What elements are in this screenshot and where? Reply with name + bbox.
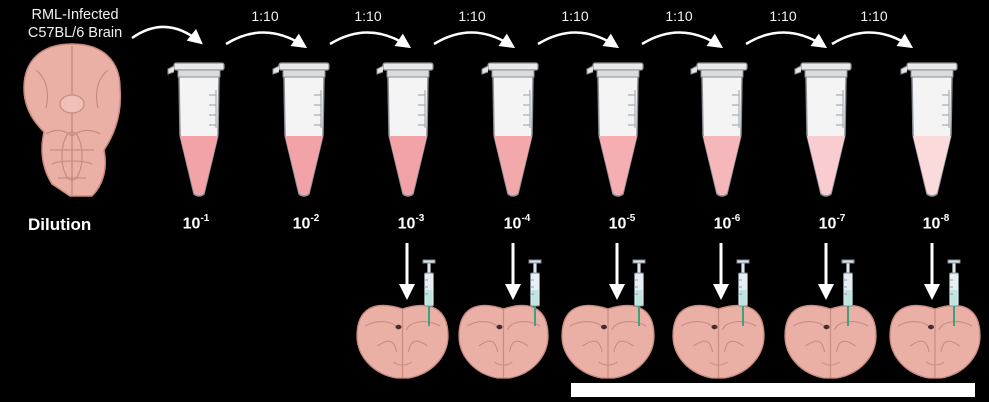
- dilution-base: 10: [923, 215, 941, 232]
- down-arrow-head: [924, 284, 940, 300]
- dilution-label: 10-7: [802, 214, 862, 233]
- dilution-label: 10-1: [166, 214, 226, 233]
- curved-arrow-icon: [434, 32, 512, 46]
- dilution-exponent: -6: [731, 213, 740, 224]
- dilution-base: 10: [504, 215, 522, 232]
- brain-section-icon: [785, 305, 876, 378]
- down-arrow-head: [609, 284, 625, 300]
- scale-bar: [571, 383, 975, 397]
- dilution-label: 10-6: [697, 214, 757, 233]
- dilution-exponent: -8: [940, 213, 949, 224]
- microcentrifuge-tube-icon: [795, 63, 851, 196]
- microcentrifuge-tube-icon: [691, 63, 747, 196]
- dilution-base: 10: [398, 215, 416, 232]
- curved-arrow-icon: [538, 32, 616, 46]
- injection-column: [673, 243, 764, 378]
- injection-column: [785, 243, 876, 378]
- dilution-row-label: Dilution: [28, 215, 91, 235]
- dilution-exponent: -5: [626, 213, 635, 224]
- transfer-ratio-label: 1:10: [844, 8, 904, 24]
- microcentrifuge-tube-icon: [377, 63, 433, 196]
- dilution-label: 10-5: [592, 214, 652, 233]
- source-label-line-2: C57BL/6 Brain: [4, 24, 146, 42]
- dilution-base: 10: [293, 215, 311, 232]
- transfer-ratio-label: 1:10: [649, 8, 709, 24]
- dilution-base: 10: [183, 215, 201, 232]
- tube-liquid: [807, 136, 845, 195]
- curved-arrow-icon: [746, 32, 824, 46]
- dilution-exponent: -1: [200, 213, 209, 224]
- microcentrifuge-tube-icon: [587, 63, 643, 196]
- microcentrifuge-tube-icon: [901, 63, 957, 196]
- microcentrifuge-tube-icon: [273, 63, 329, 196]
- dilution-base: 10: [609, 215, 627, 232]
- brain-section-icon: [357, 305, 448, 378]
- dilution-exponent: -2: [310, 213, 319, 224]
- transfer-ratio-label: 1:10: [338, 8, 398, 24]
- down-arrow-head: [399, 284, 415, 300]
- brain-section-icon: [890, 305, 980, 378]
- source-brain-label: RML-Infected C57BL/6 Brain: [4, 6, 146, 42]
- tube-liquid: [599, 136, 637, 195]
- curved-arrow-icon: [642, 32, 720, 46]
- injection-column: [357, 243, 448, 378]
- tube-liquid: [494, 136, 532, 195]
- transfer-ratio-label: 1:10: [545, 8, 605, 24]
- dilution-label: 10-2: [276, 214, 336, 233]
- tube-liquid: [285, 136, 323, 195]
- injection-column: [459, 243, 548, 378]
- dilution-label: 10-8: [906, 214, 966, 233]
- curved-arrow-icon: [832, 32, 910, 46]
- dilution-exponent: -4: [521, 213, 530, 224]
- curved-arrow-icon: [330, 32, 408, 46]
- tube-liquid: [389, 136, 427, 195]
- brain-icon: [24, 44, 120, 196]
- dilution-exponent: -7: [836, 213, 845, 224]
- down-arrow-head: [713, 284, 729, 300]
- transfer-ratio-label: 1:10: [442, 8, 502, 24]
- microcentrifuge-tube-icon: [168, 63, 224, 196]
- source-label-line-1: RML-Infected: [4, 6, 146, 24]
- injection-column: [890, 243, 980, 378]
- curved-arrow-icon: [226, 32, 304, 46]
- dilution-exponent: -3: [415, 213, 424, 224]
- microcentrifuge-tube-icon: [482, 63, 538, 196]
- down-arrow-head: [505, 284, 521, 300]
- brain-section-icon: [562, 305, 654, 378]
- tube-liquid: [703, 136, 741, 195]
- transfer-ratio-label: 1:10: [235, 8, 295, 24]
- injection-column: [562, 243, 654, 378]
- dilution-label: 10-4: [487, 214, 547, 233]
- down-arrow-head: [818, 284, 834, 300]
- dilution-base: 10: [819, 215, 837, 232]
- dilution-base: 10: [714, 215, 732, 232]
- tube-liquid: [913, 136, 951, 195]
- brain-section-icon: [673, 305, 764, 378]
- tube-liquid: [180, 136, 218, 195]
- transfer-ratio-label: 1:10: [753, 8, 813, 24]
- dilution-label: 10-3: [381, 214, 441, 233]
